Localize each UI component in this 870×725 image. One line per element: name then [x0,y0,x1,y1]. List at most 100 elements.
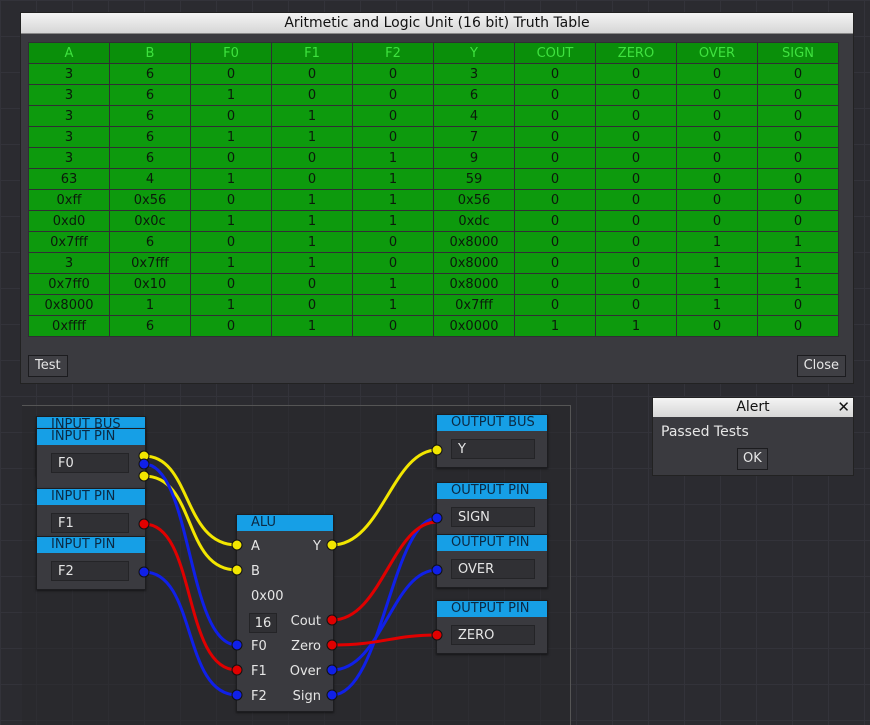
table-cell: 0x0000 [434,316,514,336]
table-cell: 6 [110,316,190,336]
port-cout-label: Cout [290,614,321,629]
table-cell: 1 [272,316,352,336]
table-cell: 0 [515,274,595,294]
pin-name-field[interactable]: OVER [451,559,535,579]
table-cell: 9 [434,148,514,168]
table-cell: 1 [596,316,676,336]
table-cell: 0 [677,211,757,231]
table-cell: 0x7fff [29,232,109,252]
table-cell: 0 [272,295,352,315]
column-header: F1 [272,43,352,63]
pin-name-field[interactable]: ZERO [451,625,535,645]
table-cell: 0 [677,148,757,168]
table-cell: 0 [515,106,595,126]
wire-y [331,448,438,547]
node-title: INPUT PIN [37,429,145,445]
test-button[interactable]: Test [28,355,68,377]
table-cell: 6 [434,85,514,105]
wire-f2 [143,570,238,697]
table-cell: 1 [191,211,271,231]
pin-name-field[interactable]: Y [451,439,535,459]
table-cell: 0 [191,106,271,126]
table-cell: 59 [434,169,514,189]
column-header: ZERO [596,43,676,63]
table-cell: 0 [758,316,838,336]
alu-node[interactable]: ALU A B 0x00 16 F0 F1 F2 Y Cout Zero Ove… [236,514,334,712]
table-cell: 3 [29,85,109,105]
pin-name-field[interactable]: F1 [51,513,129,533]
table-cell: 0 [191,148,271,168]
wire-zero [331,633,438,647]
node-title: OUTPUT PIN [437,483,547,499]
table-cell: 0 [596,190,676,210]
alert-dialog: Alert ✕ Passed Tests OK [652,397,854,476]
table-cell: 3 [29,106,109,126]
node-graph-canvas[interactable]: INPUT BUS INPUT PIN F0 INPUT PIN F1 INPU… [22,405,571,725]
table-cell: 0 [515,232,595,252]
table-cell: 0 [677,127,757,147]
output-bus-node-y[interactable]: OUTPUT BUS Y [436,414,548,468]
table-cell: 0 [758,85,838,105]
close-button[interactable]: Close [796,355,846,377]
table-cell: 1 [677,253,757,273]
table-cell: 1 [272,127,352,147]
input-pin-node-f2[interactable]: INPUT PIN F2 [36,536,146,590]
pin-name-field[interactable]: F0 [51,453,129,473]
table-cell: 3 [29,64,109,84]
table-cell: 1 [191,169,271,189]
table-cell: 0 [272,64,352,84]
table-cell: 0 [758,211,838,231]
output-pin-node-sign[interactable]: OUTPUT PIN SIGN [436,482,548,536]
table-cell: 0 [353,85,433,105]
table-cell: 1 [353,190,433,210]
table-cell: 0 [272,169,352,189]
bit-width-field[interactable]: 16 [249,613,277,633]
table-cell: 0 [515,211,595,231]
alu-value-label: 0x00 [251,589,284,604]
table-cell: 0x8000 [434,232,514,252]
input-pin-node-f0[interactable]: INPUT PIN F0 [36,428,146,490]
table-cell: 0 [515,64,595,84]
node-title: INPUT PIN [37,537,145,553]
output-pin-node-zero[interactable]: OUTPUT PIN ZERO [436,600,548,654]
close-icon[interactable]: ✕ [837,398,850,416]
table-cell: 0xff [29,190,109,210]
pin-name-field[interactable]: F2 [51,561,129,581]
wire-cout [331,520,438,622]
table-cell: 1 [353,148,433,168]
pin-name-field[interactable]: SIGN [451,507,535,527]
table-cell: 0 [677,106,757,126]
table-cell: 7 [434,127,514,147]
table-cell: 0 [677,64,757,84]
table-cell: 63 [29,169,109,189]
table-cell: 6 [110,127,190,147]
table-cell: 0x7ff0 [29,274,109,294]
table-cell: 0 [596,211,676,231]
table-cell: 0 [515,190,595,210]
ok-button[interactable]: OK [737,448,768,470]
port-zero-label: Zero [291,639,321,654]
wire-f0 [143,462,238,647]
table-cell: 0 [515,85,595,105]
truth-table-window: Aritmetic and Logic Unit (16 bit) Truth … [20,12,854,384]
table-cell: 1 [758,232,838,252]
table-cell: 0 [758,64,838,84]
table-cell: 3 [29,127,109,147]
table-cell: 1 [272,106,352,126]
table-cell: 1 [353,274,433,294]
table-cell: 0 [272,85,352,105]
table-cell: 0 [596,64,676,84]
port-f0-label: F0 [251,639,267,654]
output-pin-node-over[interactable]: OUTPUT PIN OVER [436,534,548,588]
table-cell: 1 [272,232,352,252]
input-pin-node-f1[interactable]: INPUT PIN F1 [36,488,146,540]
table-cell: 0x10 [110,274,190,294]
